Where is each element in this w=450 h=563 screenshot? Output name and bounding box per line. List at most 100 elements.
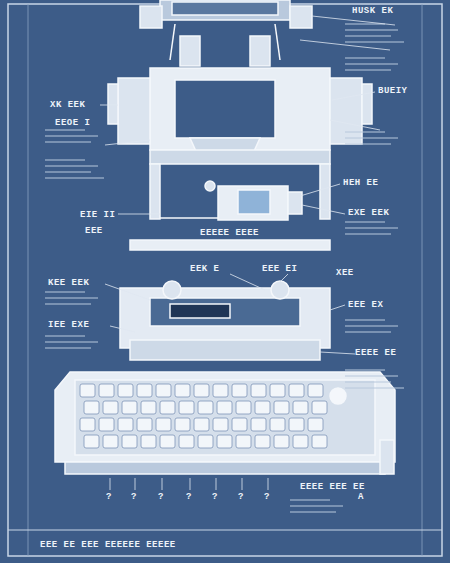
part-label: KEE EEK	[48, 278, 89, 288]
keyboard-key	[194, 384, 209, 397]
fine-text-line	[345, 376, 398, 377]
keyboard-key	[179, 435, 194, 448]
keyboard-key	[175, 384, 190, 397]
part-label: XK EEK	[50, 100, 85, 110]
part-label: EEE EX	[348, 300, 383, 310]
fine-text-line	[45, 342, 98, 343]
part-label: EIE II	[80, 210, 115, 220]
fine-text-line	[345, 42, 404, 43]
keyboard-key	[137, 418, 152, 431]
fine-text-line	[345, 58, 385, 59]
keyboard-key	[160, 435, 175, 448]
keyboard-key	[84, 435, 99, 448]
keyboard-key	[198, 401, 213, 414]
keyboard-key	[103, 401, 118, 414]
keyboard-key	[80, 418, 95, 431]
fine-text-line	[345, 64, 398, 65]
callout-number: ?	[212, 492, 218, 502]
fine-text-line	[45, 160, 85, 161]
fine-text-line	[345, 36, 391, 37]
part-label: HUSK EK	[352, 6, 393, 16]
fine-text-line	[45, 136, 98, 137]
keyboard-key	[213, 384, 228, 397]
keyboard-key	[236, 435, 251, 448]
part-label: EEE	[85, 226, 103, 236]
fine-text-line	[345, 70, 391, 71]
part-label: EEEE EE	[355, 348, 396, 358]
fine-text-line	[345, 144, 391, 145]
keyboard-key	[255, 435, 270, 448]
fine-text-line	[345, 138, 398, 139]
keyboard-key	[84, 401, 99, 414]
part-label: EEE EI	[262, 264, 297, 274]
keyboard-key	[289, 384, 304, 397]
keyboard-key	[312, 401, 327, 414]
fine-text-line	[345, 326, 398, 327]
fine-text-line	[345, 382, 391, 383]
fine-text-line	[45, 304, 91, 305]
keyboard-key	[156, 384, 171, 397]
fine-text-line	[345, 234, 391, 235]
keyboard-key	[251, 384, 266, 397]
fine-text-line	[345, 370, 385, 371]
part-label: EEEEE EEEE	[200, 228, 259, 238]
callout-number: ?	[264, 492, 270, 502]
keyboard-key	[274, 401, 289, 414]
keyboard-key	[141, 401, 156, 414]
fine-text-line	[45, 142, 91, 143]
keyboard-key	[141, 435, 156, 448]
keyboard-key	[213, 418, 228, 431]
fine-text-line	[45, 348, 91, 349]
callout-number: ?	[186, 492, 192, 502]
fine-text-line	[345, 222, 385, 223]
fine-text-line	[45, 298, 98, 299]
part-label: EEE EE EEE EEEEEE EEEEE	[40, 540, 176, 550]
fine-text-line	[45, 336, 85, 337]
fine-text-line	[45, 292, 85, 293]
keyboard-key	[293, 435, 308, 448]
part-label: XEE	[336, 268, 354, 278]
part-label: BUEIY	[378, 86, 408, 96]
keyboard-key	[122, 401, 137, 414]
keyboard-key	[179, 401, 194, 414]
fine-text-line	[345, 332, 391, 333]
keyboard-key	[255, 401, 270, 414]
fine-text-line	[45, 130, 85, 131]
keyboard-key	[274, 435, 289, 448]
fine-text-line	[290, 500, 330, 501]
callout-number: ?	[131, 492, 137, 502]
keyboard-key	[308, 418, 323, 431]
keyboard-key	[160, 401, 175, 414]
keyboard-key	[270, 418, 285, 431]
callout-number: A	[358, 492, 364, 502]
keyboard-key	[175, 418, 190, 431]
keyboard-key	[293, 401, 308, 414]
keyboard-key	[232, 384, 247, 397]
keyboard-key	[156, 418, 171, 431]
callout-number: ?	[238, 492, 244, 502]
fine-text-line	[345, 132, 385, 133]
keyboard-key	[289, 418, 304, 431]
keyboard-key	[236, 401, 251, 414]
keyboard-key	[270, 384, 285, 397]
callout-number: ?	[106, 492, 112, 502]
part-label: EXE EEK	[348, 208, 389, 218]
fine-text-line	[45, 166, 98, 167]
keyboard-key	[312, 435, 327, 448]
keyboard-key	[251, 418, 266, 431]
part-label: EEEE EEE EE	[300, 482, 365, 492]
keyboard-key	[217, 401, 232, 414]
fine-text-line	[290, 506, 343, 507]
fine-text-line	[45, 178, 104, 179]
part-label: HEH EE	[343, 178, 378, 188]
fine-text-line	[345, 30, 398, 31]
keyboard-key	[308, 384, 323, 397]
part-label: EEK E	[190, 264, 220, 274]
keyboard-key	[118, 384, 133, 397]
fine-text-line	[345, 228, 398, 229]
fine-text-line	[290, 512, 336, 513]
keyboard-key	[103, 435, 118, 448]
part-label: EEOE I	[55, 118, 90, 128]
keyboard-key	[137, 384, 152, 397]
fine-text-line	[45, 172, 91, 173]
